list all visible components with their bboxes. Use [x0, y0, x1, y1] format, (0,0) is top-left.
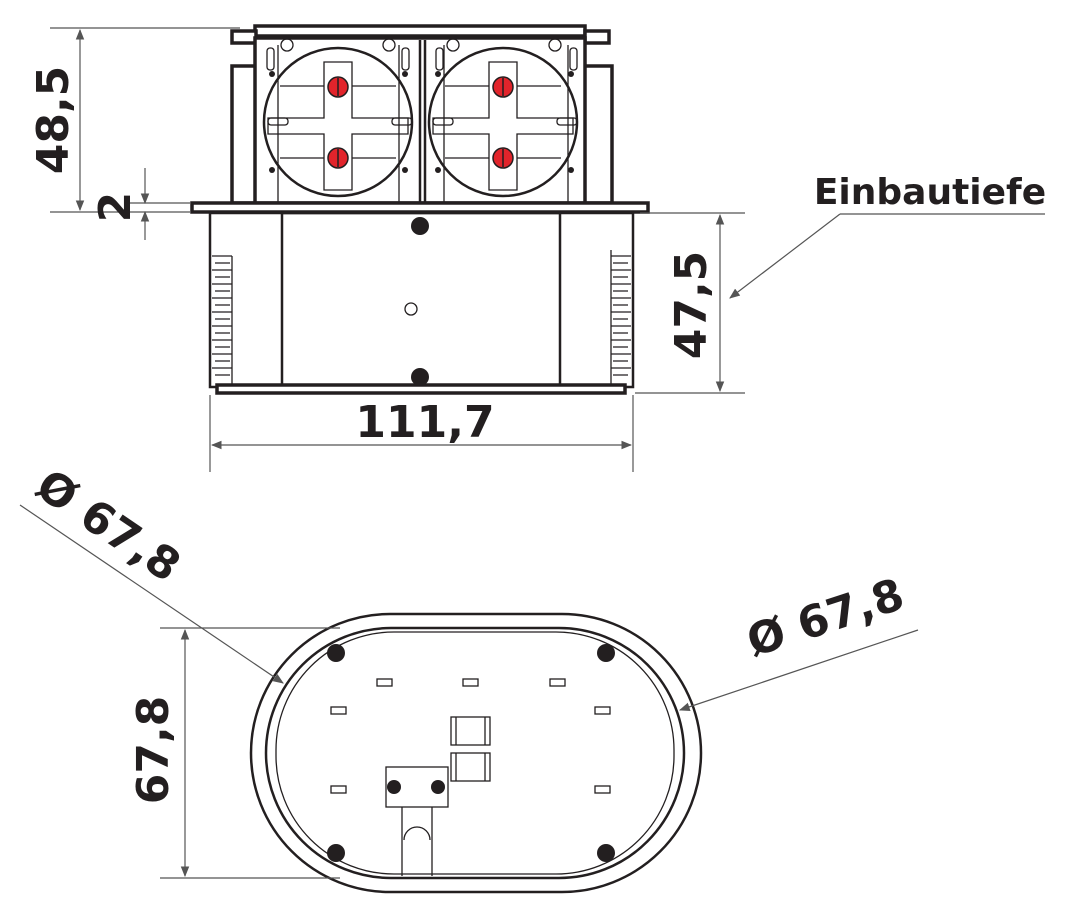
inner-box: [264, 626, 686, 880]
box-panel: [280, 211, 562, 387]
dimension-label: 2: [90, 192, 141, 223]
cable-entry: [401, 807, 433, 876]
dimension-label: 48,5: [28, 66, 79, 175]
dimension-67-8-vertical: 67,8: [128, 627, 340, 879]
dimension-48-5: 48,5: [28, 27, 240, 213]
socket-left: [262, 46, 414, 198]
dimension-label: 67,8: [128, 696, 179, 805]
top-cover: [253, 24, 587, 38]
bottom-plate: [215, 383, 627, 395]
dimension-diameter-left: Ø 67,8: [19, 460, 284, 684]
socket-right: [427, 46, 579, 198]
screw: [411, 217, 429, 235]
slots: [330, 678, 611, 794]
installation-depth-callout: Einbautiefe: [729, 172, 1046, 299]
hole: [404, 302, 418, 316]
box-wall: [275, 631, 675, 875]
einbautiefe-label: Einbautiefe: [814, 172, 1046, 213]
clamp-ribs-left: [212, 255, 233, 386]
cover-right-end: [583, 29, 611, 45]
dimension-label: Ø 67,8: [741, 569, 910, 667]
dimension-111-7: 111,7: [209, 395, 634, 472]
dimension-label: 111,7: [355, 397, 494, 448]
dimension-47-5: 47,5: [635, 212, 745, 394]
outer-flange: [249, 612, 703, 894]
box-body: [208, 211, 635, 389]
side-view: [190, 24, 650, 395]
screw: [411, 368, 429, 386]
dimension-2: 2: [90, 168, 190, 240]
cable-clamp: [385, 766, 449, 808]
cover-left-end: [230, 29, 258, 45]
flange: [190, 201, 650, 214]
dimension-label: 47,5: [666, 251, 717, 360]
clamp-ribs-right: [610, 250, 631, 385]
dimension-diameter-right: Ø 67,8: [678, 569, 919, 711]
bottom-view: [249, 612, 703, 894]
